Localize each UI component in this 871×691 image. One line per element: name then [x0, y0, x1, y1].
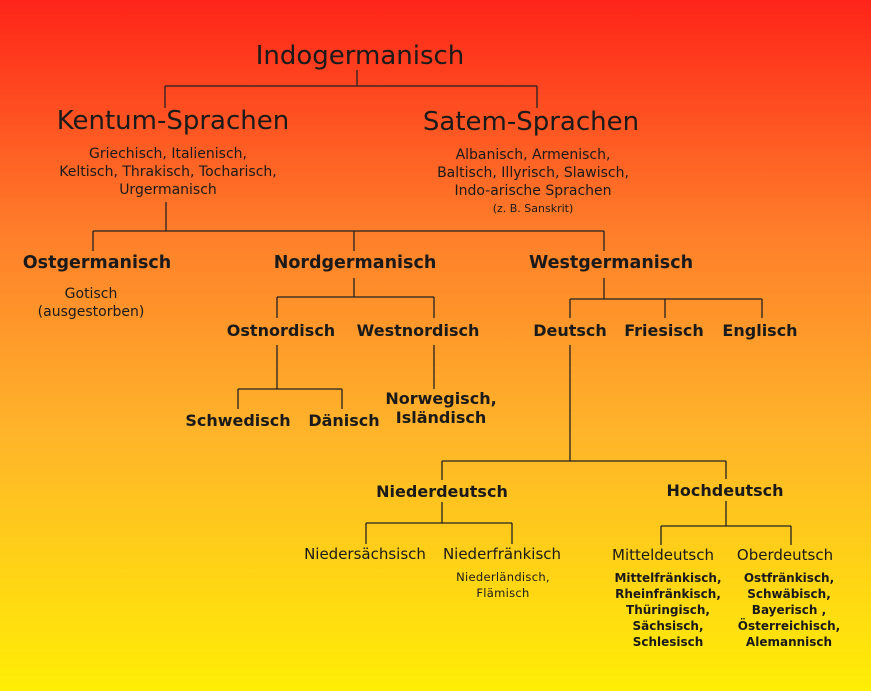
node-indogermanisch: Indogermanisch: [255, 41, 465, 71]
node-nordgermanisch: Nordgermanisch: [273, 253, 437, 273]
kentum-language-line: Keltisch, Thrakisch, Tocharisch,: [59, 163, 277, 180]
node-ostnordisch: Ostnordisch: [226, 321, 336, 340]
node-deutsch: Deutsch: [533, 321, 607, 340]
node-schwedisch: Schwedisch: [185, 411, 291, 430]
node-niederfraenkisch: Niederfränkisch: [442, 545, 562, 563]
oberdeutsch-languages-list: Ostfränkisch, Schwäbisch, Bayerisch , Ös…: [738, 571, 840, 651]
node-niederdeutsch: Niederdeutsch: [376, 482, 508, 501]
mitteldeutsch-language-line: Sächsisch,: [632, 618, 704, 633]
westnordisch-language-line: Norwegisch,: [385, 389, 497, 408]
oberdeutsch-language-line: Schwäbisch,: [747, 586, 831, 601]
node-mitteldeutsch: Mitteldeutsch: [612, 546, 714, 564]
westnordisch-language-line: Isländisch: [395, 408, 487, 428]
mitteldeutsch-language-line: Thüringisch,: [626, 602, 710, 617]
node-satem-sprachen: Satem-Sprachen: [422, 107, 640, 137]
mitteldeutsch-language-line: Schlesisch: [632, 634, 704, 649]
satem-language-line: Baltisch, Illyrisch, Slawisch,: [437, 164, 629, 181]
niederfraenkisch-language-line: Niederländisch,: [456, 570, 550, 584]
niederfraenkisch-languages-list: Niederländisch, Flämisch: [456, 570, 550, 601]
ostgermanisch-language-line: (ausgestorben): [37, 303, 145, 320]
ostgermanisch-language-line: Gotisch: [64, 286, 118, 302]
oberdeutsch-language-line: Österreichisch,: [737, 618, 841, 633]
node-daenisch: Dänisch: [308, 411, 380, 430]
node-kentum-sprachen: Kentum-Sprachen: [56, 106, 290, 136]
kentum-language-line: Urgermanisch: [119, 181, 217, 198]
node-niedersaechsisch: Niedersächsisch: [304, 545, 426, 563]
satem-language-line: Albanisch, Armenisch,: [455, 147, 611, 163]
node-ostgermanisch: Ostgermanisch: [22, 253, 172, 273]
node-westnordisch: Westnordisch: [356, 321, 480, 340]
oberdeutsch-language-line: Ostfränkisch,: [743, 571, 835, 585]
node-westgermanisch: Westgermanisch: [528, 253, 694, 273]
mitteldeutsch-language-line: Rheinfränkisch,: [615, 586, 721, 601]
oberdeutsch-language-line: Bayerisch ,: [751, 602, 827, 617]
mitteldeutsch-languages-list: Mittelfränkisch, Rheinfränkisch, Thüring…: [614, 571, 721, 651]
node-norwegisch-islaendisch: Norwegisch, Isländisch: [385, 389, 496, 427]
node-englisch: Englisch: [722, 321, 798, 340]
node-oberdeutsch: Oberdeutsch: [736, 546, 834, 564]
kentum-languages-list: Griechisch, Italienisch, Keltisch, Thrak…: [59, 146, 277, 199]
satem-language-line: Indo-arische Sprachen: [454, 182, 612, 199]
mitteldeutsch-language-line: Mittelfränkisch,: [614, 571, 722, 585]
satem-languages-list: Albanisch, Armenisch, Baltisch, Illyrisc…: [437, 147, 629, 216]
niederfraenkisch-language-line: Flämisch: [476, 585, 530, 600]
ostgermanisch-languages-list: Gotisch (ausgestorben): [38, 286, 145, 322]
oberdeutsch-language-line: Alemannisch: [745, 634, 833, 649]
satem-note: (z. B. Sanskrit): [492, 202, 574, 216]
node-hochdeutsch: Hochdeutsch: [666, 481, 784, 500]
kentum-language-line: Griechisch, Italienisch,: [89, 146, 247, 162]
node-friesisch: Friesisch: [624, 321, 704, 340]
